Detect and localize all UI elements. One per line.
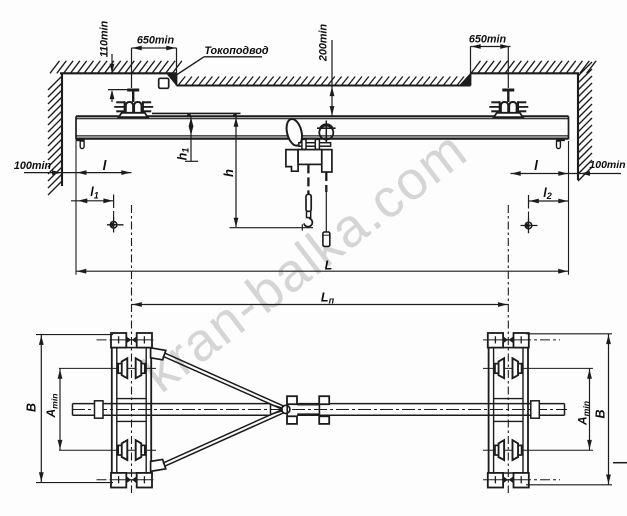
svg-text:100min: 100min [14, 160, 52, 172]
svg-text:l2: l2 [543, 186, 552, 201]
svg-text:110min: 110min [99, 20, 111, 57]
svg-text:200min: 200min [318, 23, 330, 62]
svg-text:B: B [25, 403, 39, 412]
svg-text:l1: l1 [90, 185, 99, 200]
svg-text:650min: 650min [137, 35, 175, 47]
svg-text:L: L [325, 259, 333, 273]
svg-text:100min: 100min [589, 159, 625, 171]
svg-text:B: B [594, 409, 608, 418]
svg-text:l: l [103, 158, 107, 173]
svg-text:Токоподвод: Токоподвод [204, 45, 269, 57]
svg-text:l: l [534, 158, 538, 173]
svg-text:h: h [221, 169, 236, 177]
svg-text:650min: 650min [469, 34, 507, 46]
